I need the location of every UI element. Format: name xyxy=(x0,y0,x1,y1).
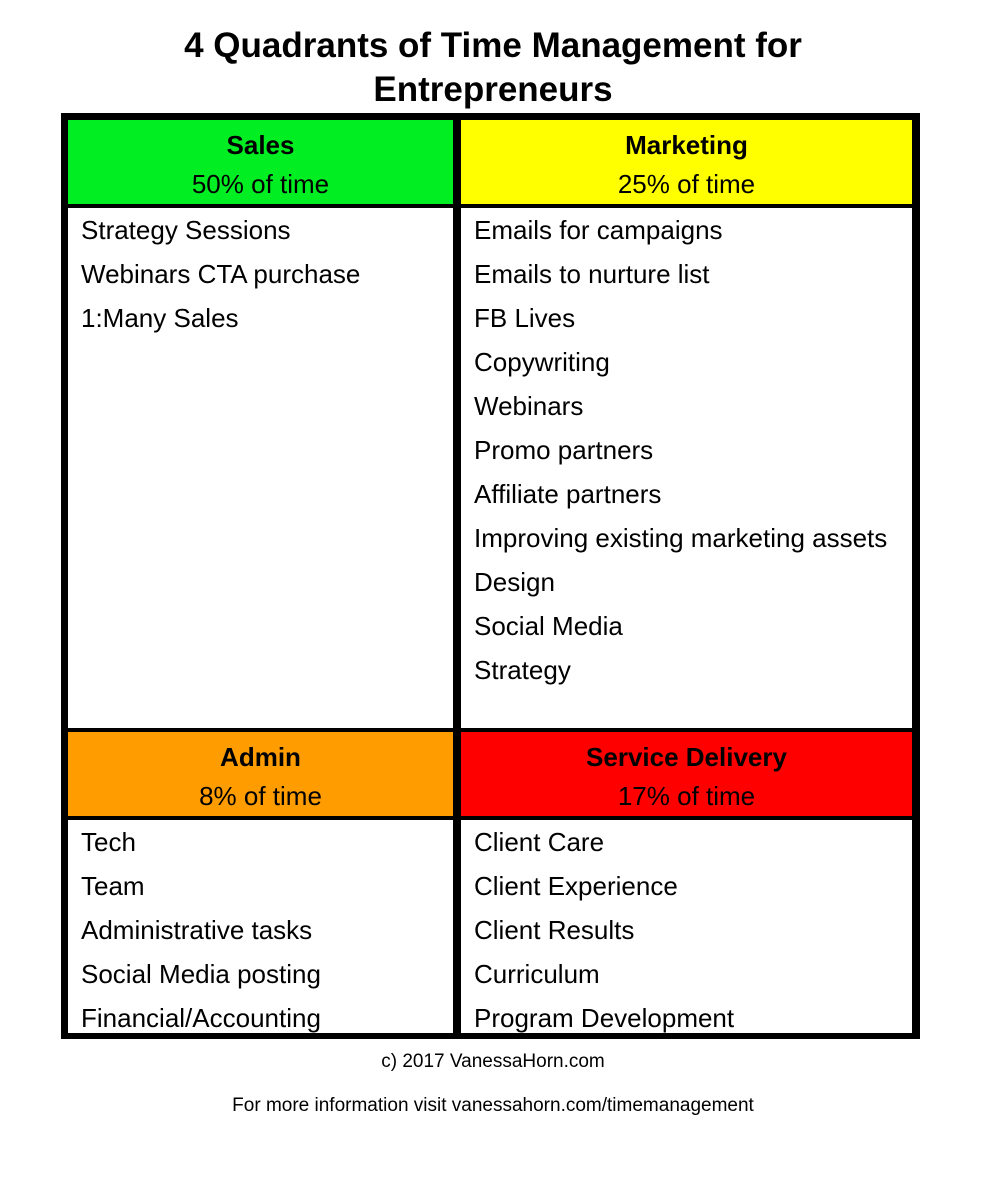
list-item: FB Lives xyxy=(474,303,576,333)
list-item: Improving existing marketing assets xyxy=(474,523,888,553)
list-item: Affiliate partners xyxy=(474,479,662,509)
list-item: Social Media posting xyxy=(81,959,321,989)
list-item: Tech xyxy=(81,827,136,857)
sales-header: Sales 50% of time xyxy=(68,120,453,204)
list-item: Client Care xyxy=(474,827,605,857)
list-item: Client Results xyxy=(474,915,635,945)
service-delivery-header: Service Delivery 17% of time xyxy=(461,732,912,816)
sales-percent: 50% of time xyxy=(191,169,330,199)
sales-title: Sales xyxy=(226,130,295,160)
marketing-list: Emails for campaigns Emails to nurture l… xyxy=(461,208,912,728)
admin-percent: 8% of time xyxy=(199,781,322,811)
list-item: Administrative tasks xyxy=(81,915,313,945)
service-delivery-percent: 17% of time xyxy=(617,781,756,811)
service-delivery-list: Client Care Client Experience Client Res… xyxy=(461,820,912,1033)
quadrant-grid: Sales 50% of time Marketing 25% of time … xyxy=(61,113,920,1039)
list-item: Client Experience xyxy=(474,871,678,901)
list-item: Strategy xyxy=(474,655,571,685)
marketing-title: Marketing xyxy=(625,130,748,160)
admin-title: Admin xyxy=(220,742,301,772)
list-item: Curriculum xyxy=(474,959,600,989)
list-item: 1:Many Sales xyxy=(81,303,239,333)
more-info-text: For more information visit vanessahorn.c… xyxy=(232,1095,754,1116)
marketing-header: Marketing 25% of time xyxy=(461,120,912,204)
list-item: Team xyxy=(81,871,145,901)
marketing-percent: 25% of time xyxy=(617,169,756,199)
page-title: 4 Quadrants of Time Management for Entre… xyxy=(0,24,986,112)
list-item: Program Development xyxy=(474,1003,735,1033)
sales-list: Strategy Sessions Webinars CTA purchase … xyxy=(68,208,453,728)
list-item: Strategy Sessions xyxy=(81,215,291,245)
list-item: Social Media xyxy=(474,611,623,641)
copyright-text: c) 2017 VanessaHorn.com xyxy=(381,1051,605,1072)
admin-header: Admin 8% of time xyxy=(68,732,453,816)
list-item: Webinars CTA purchase xyxy=(81,259,361,289)
list-item: Emails to nurture list xyxy=(474,259,710,289)
title-line-1: 4 Quadrants of Time Management for xyxy=(184,26,802,65)
list-item: Financial/Accounting xyxy=(81,1003,321,1033)
title-line-2: Entrepreneurs xyxy=(373,70,613,109)
list-item: Promo partners xyxy=(474,435,654,465)
service-delivery-title: Service Delivery xyxy=(586,742,787,772)
list-item: Design xyxy=(474,567,555,597)
list-item: Copywriting xyxy=(474,347,610,377)
list-item: Emails for campaigns xyxy=(474,215,723,245)
list-item: Webinars xyxy=(474,391,584,421)
admin-list: Tech Team Administrative tasks Social Me… xyxy=(68,820,453,1033)
